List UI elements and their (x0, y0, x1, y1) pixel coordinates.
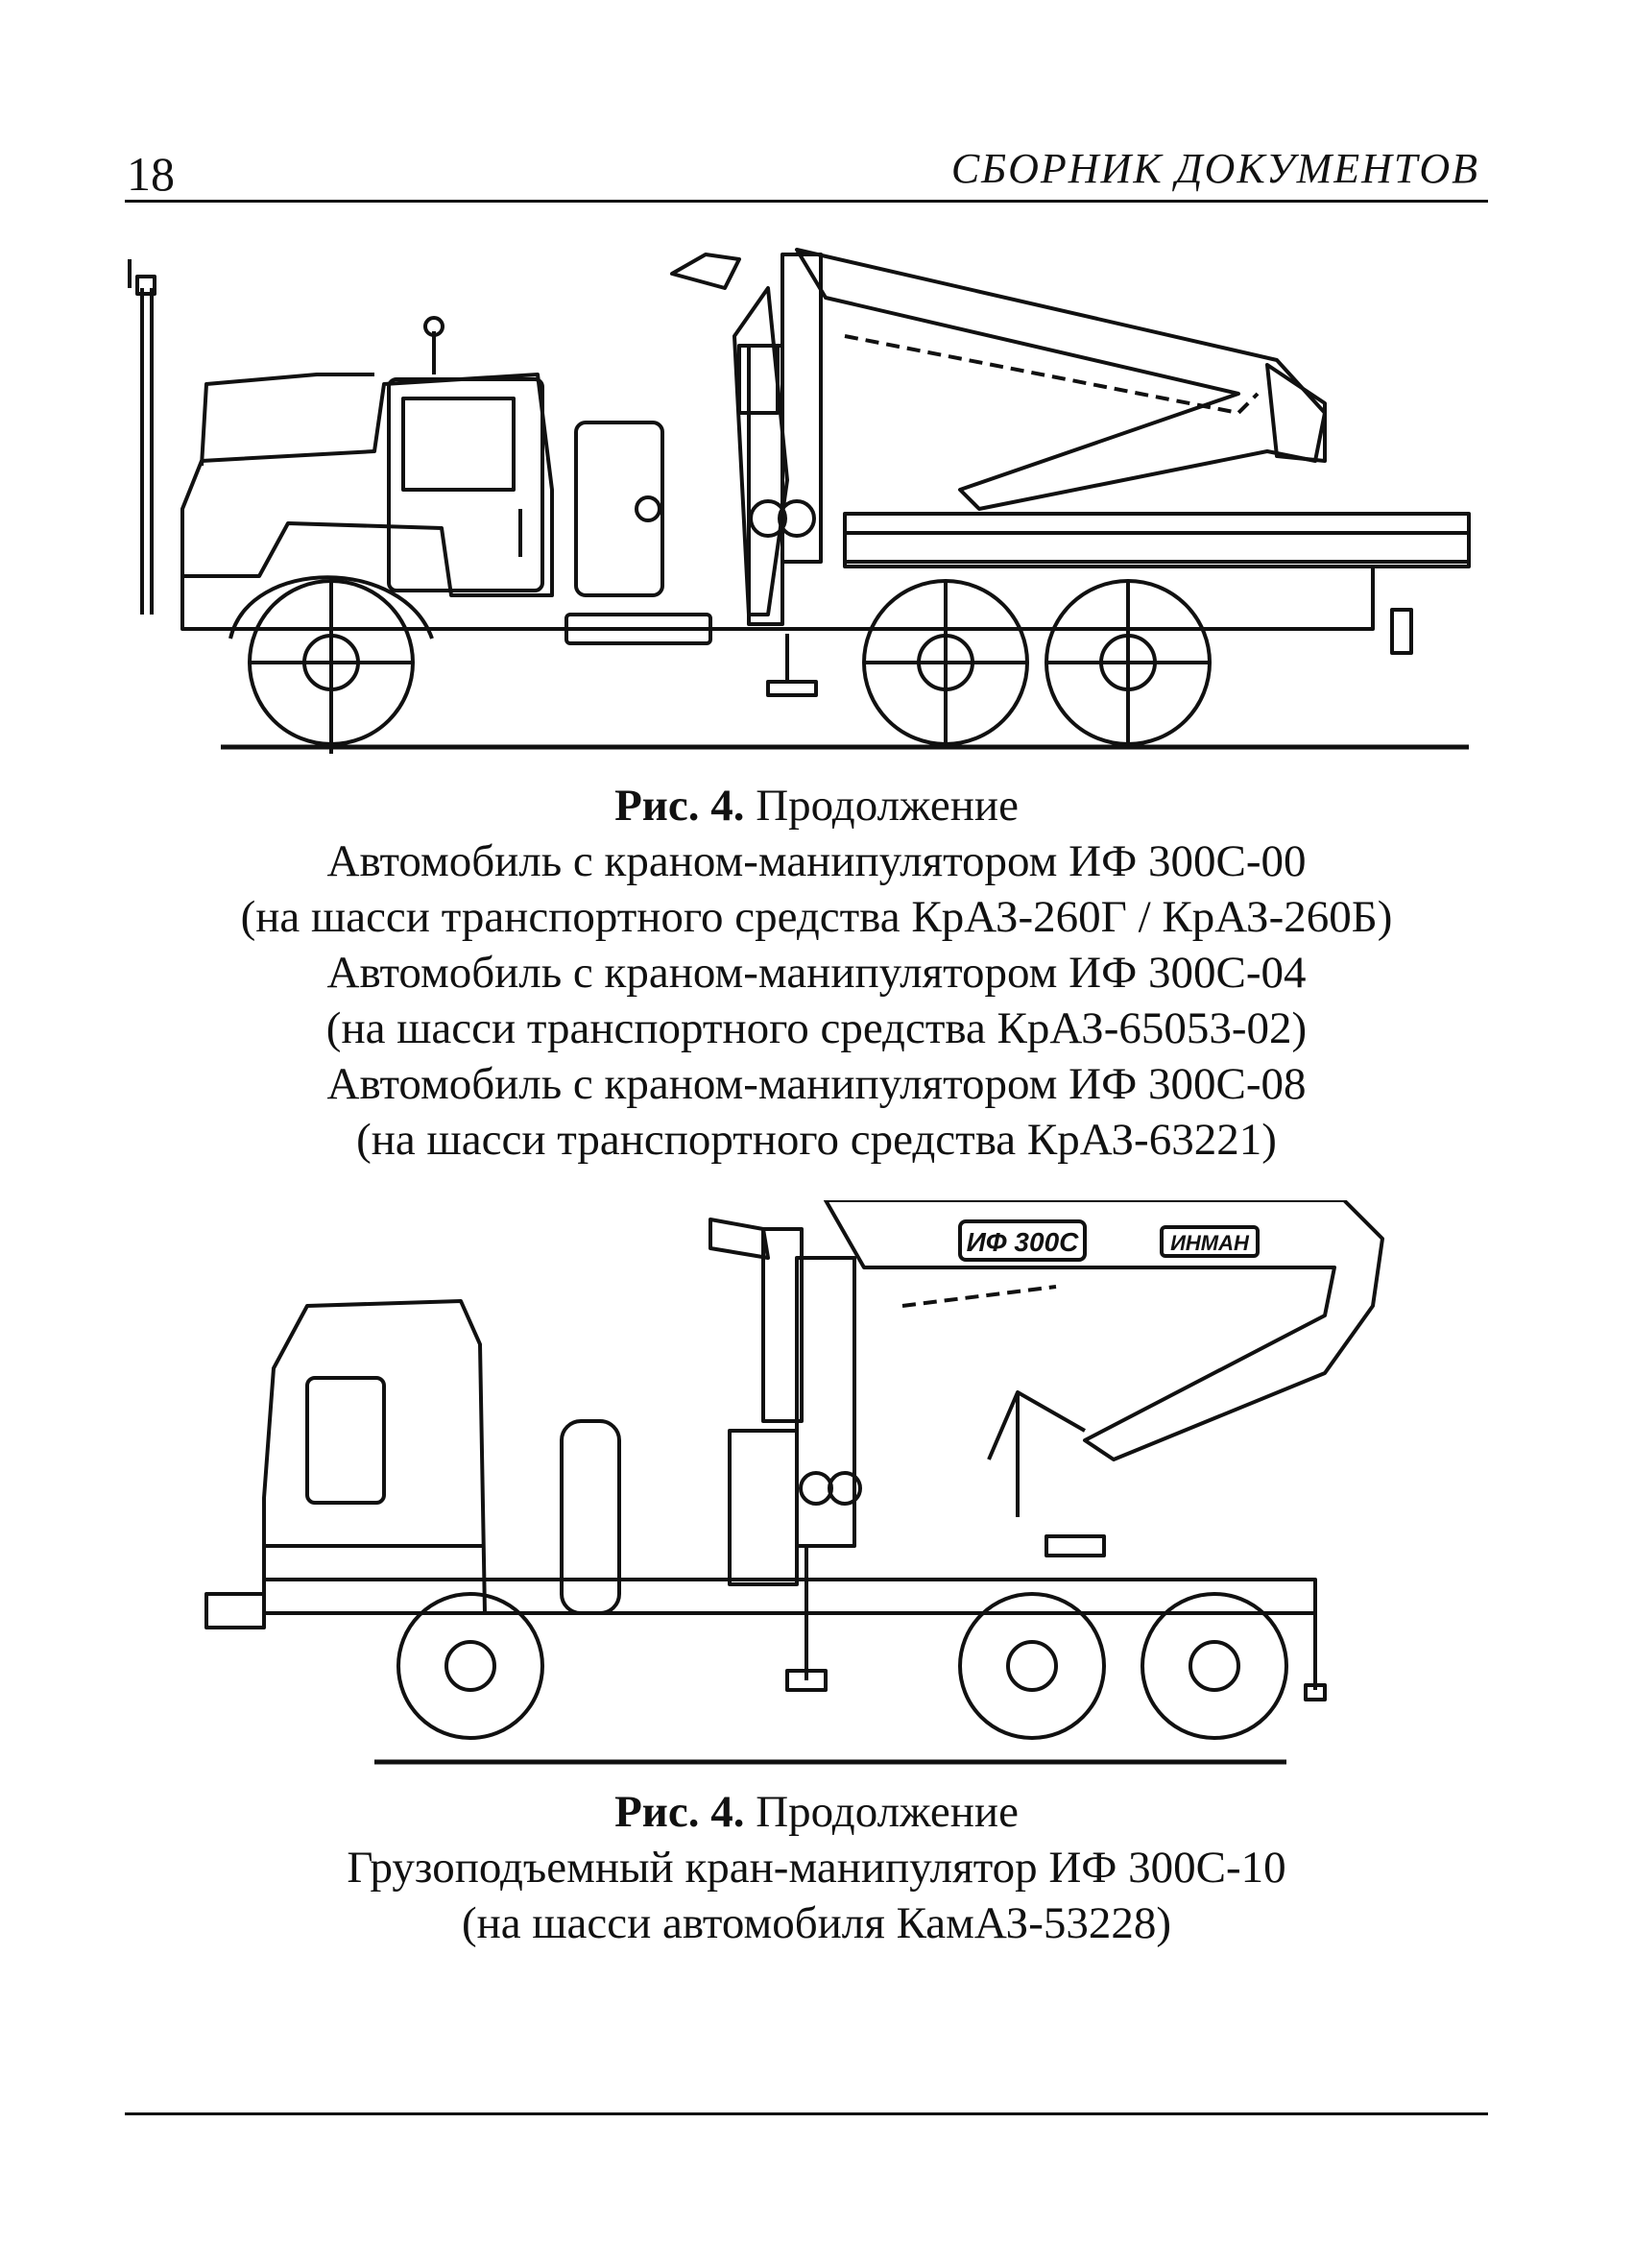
caption-line: Автомобиль с краном-манипулятором ИФ 300… (326, 1059, 1307, 1109)
figure-kamaz-crane-truck: ИФ 300С ИНМАН (0, 1200, 1633, 1776)
page-number: 18 (127, 147, 175, 201)
footer-rule (125, 2112, 1488, 2115)
caption-line: Грузоподъемный кран-манипулятор ИФ 300С-… (347, 1843, 1286, 1893)
caption-line: (на шасси транспортного средства КрАЗ-63… (356, 1115, 1277, 1165)
caption-line: (на шасси транспортного средства КрАЗ-65… (325, 1003, 1308, 1053)
figure-kraz-crane-truck (0, 230, 1633, 768)
figure-1-label-suffix: Продолжение (744, 781, 1019, 831)
caption-line: Автомобиль с краном-манипулятором ИФ 300… (326, 836, 1307, 886)
figure-2-caption: Рис. 4. Продолжение Грузоподъемный кран-… (0, 1784, 1633, 1951)
figure-2-label: Рис. 4. (614, 1787, 745, 1837)
figure-1-label: Рис. 4. (614, 781, 745, 831)
figure-1-caption: Рис. 4. Продолжение Автомобиль с краном-… (0, 778, 1633, 1168)
boom-marking-model: ИФ 300С (967, 1227, 1079, 1257)
caption-line: Автомобиль с краном-манипулятором ИФ 300… (326, 948, 1307, 998)
caption-line: (на шасси транспортного средства КрАЗ-26… (240, 892, 1393, 942)
figure-2-label-suffix: Продолжение (744, 1787, 1019, 1837)
boom-marking-brand: ИНМАН (1170, 1231, 1250, 1255)
running-title: СБОРНИК ДОКУМЕНТОВ (950, 145, 1479, 192)
figure-2-caption-title: Рис. 4. Продолжение (0, 1784, 1633, 1840)
figure-1-caption-title: Рис. 4. Продолжение (0, 778, 1633, 833)
header-rule (125, 200, 1488, 203)
caption-line: (на шасси автомобиля КамАЗ-53228) (461, 1898, 1172, 1948)
